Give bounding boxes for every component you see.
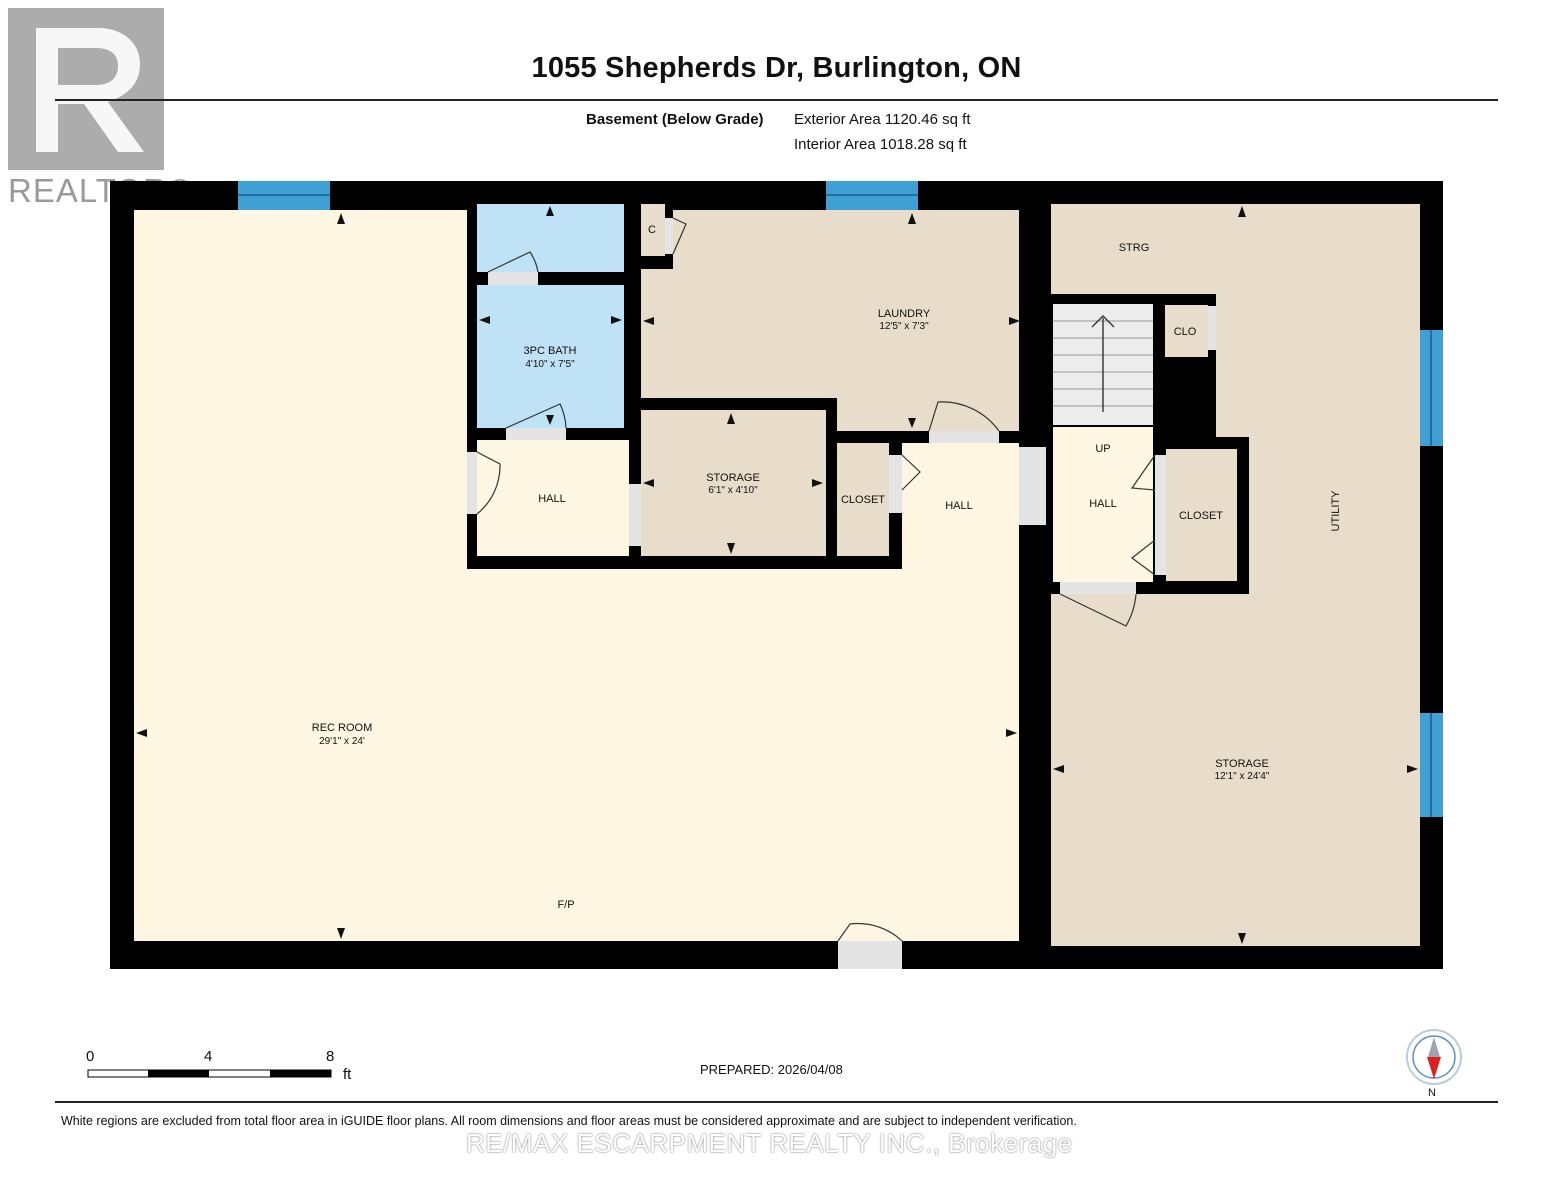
clo-floor [1165, 305, 1208, 357]
closet-1-floor [837, 443, 889, 556]
hall-1-label: HALL [538, 493, 566, 505]
disclaimer: White regions are excluded from total fl… [61, 1114, 1077, 1128]
bath-label: 3PC BATH [524, 345, 577, 357]
closet-2-floor [1166, 449, 1237, 581]
footer-rule [55, 1101, 1498, 1103]
laundry-side-wall [826, 398, 837, 443]
storage-small-label: STORAGE [706, 472, 760, 484]
utility-label: UTILITY [1330, 490, 1342, 532]
bath-dims: 4'10" x 7'5" [525, 359, 575, 370]
scale-label-8: 8 [326, 1048, 335, 1065]
closet-c-label: C [648, 224, 656, 236]
laundry-floor-bottom [837, 398, 1022, 431]
rec-room-label: REC ROOM [312, 722, 373, 734]
header-rule [55, 99, 1498, 101]
rec-room-lower-floor [134, 569, 1019, 941]
dimension-arrows [136, 206, 1418, 944]
bath-floor [477, 285, 624, 428]
storage-small-floor [641, 410, 826, 556]
storage-large-dims: 12'1" x 24'4" [1215, 771, 1270, 782]
storage-small-dims: 6'1" x 4'10" [708, 485, 758, 496]
stair-arrow-icon [1091, 315, 1115, 412]
laundry-dims: 12'5" x 7'3" [879, 321, 929, 332]
brokerage-watermark: RE/MAX ESCARPMENT REALTY INC., Brokerage [466, 1128, 1073, 1158]
hall-3-floor [1053, 427, 1153, 582]
closet-1-label: CLOSET [841, 494, 885, 506]
scale-unit: ft [343, 1066, 352, 1083]
interior-area: Interior Area 1018.28 sq ft [794, 136, 967, 153]
north-label: N [1428, 1087, 1436, 1099]
storage-large-label: STORAGE [1215, 758, 1269, 770]
level-name: Basement (Below Grade) [586, 111, 764, 128]
hall-3-label: HALL [1089, 498, 1117, 510]
north-compass-icon [1406, 1029, 1462, 1085]
doors [467, 217, 1216, 969]
closet-2-label: CLOSET [1179, 510, 1223, 522]
laundry-floor-top [641, 210, 1022, 398]
scale-label-4: 4 [204, 1048, 213, 1065]
closet-c [641, 204, 665, 256]
central-wall-gap [1019, 447, 1051, 525]
strg-floor [1051, 204, 1420, 294]
laundry-bottom-wall [641, 398, 836, 410]
clo-label: CLO [1174, 326, 1197, 338]
hall-2-label: HALL [945, 500, 973, 512]
scale-label-0: 0 [86, 1048, 95, 1065]
scale-bar [87, 1069, 332, 1078]
exterior-area: Exterior Area 1120.46 sq ft [794, 111, 971, 128]
realtor-logo [8, 8, 164, 170]
fireplace-label: F/P [557, 899, 574, 911]
window-lines [238, 194, 1432, 817]
prepared-date: PREPARED: 2026/04/08 [700, 1062, 843, 1077]
rec-room-dims: 29'1" x 24' [319, 736, 365, 747]
laundry-label: LAUNDRY [878, 308, 931, 320]
central-wall [1019, 181, 1051, 969]
stairs-up-label: UP [1095, 443, 1110, 455]
hall-1-floor [477, 440, 629, 556]
strg-label: STRG [1119, 242, 1150, 254]
page-title: 1055 Shepherds Dr, Burlington, ON [531, 52, 1022, 84]
